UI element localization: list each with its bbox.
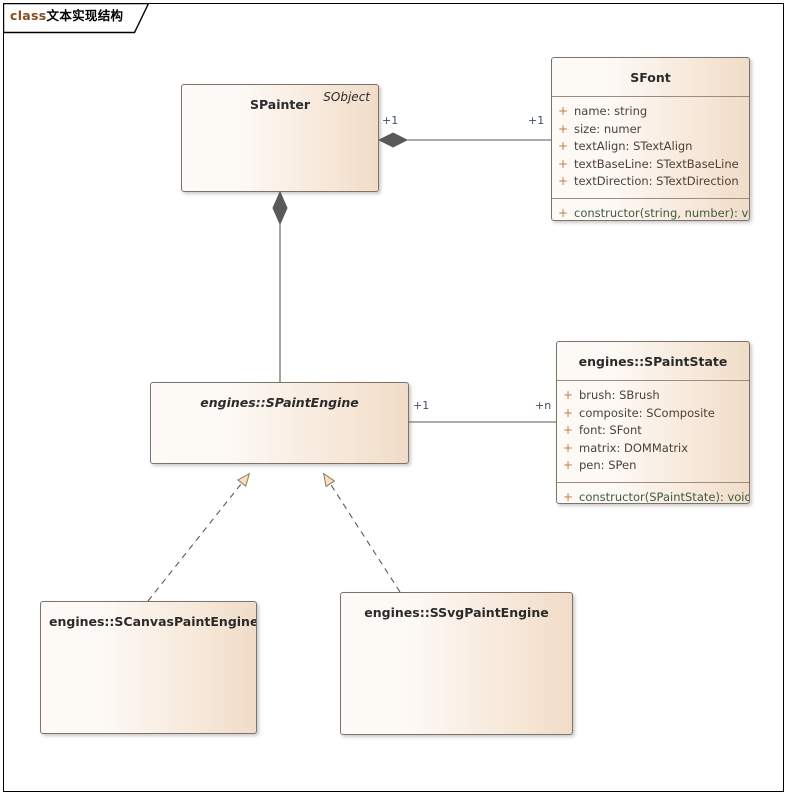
diagram-title: class文本实现结构 [10, 5, 123, 24]
link-ssvgpaintengine-realization [324, 474, 401, 593]
class-name-sfont: SFont [552, 58, 749, 97]
class-body-spainter [182, 123, 378, 191]
link-spainter-spaintengine [272, 190, 288, 382]
attribute-text: textAlign: STextAlign [574, 139, 693, 153]
class-body-ssvgpaintengine [341, 631, 572, 734]
visibility-marker: + [557, 104, 569, 118]
diagram-keyword: class [10, 8, 47, 23]
visibility-marker: + [557, 205, 569, 220]
multiplicity-engine-state-target: +n [535, 399, 552, 412]
class-name-spaintengine: engines::SPaintEngine [151, 383, 408, 421]
visibility-marker: + [557, 156, 569, 171]
operation-text: constructor(SPaintState): void [579, 489, 750, 504]
class-title-spaintstate: engines::SPaintState [578, 354, 728, 369]
link-scanvaspaintengine-realization [147, 474, 249, 602]
attribute-row: + size: numer [552, 121, 749, 139]
attribute-text: pen: SPen [579, 458, 637, 472]
class-title-spaintengine: engines::SPaintEngine [200, 395, 359, 410]
class-title-scanvaspaintengine: engines::SCanvasPaintEngine [49, 614, 257, 629]
class-box-sfont[interactable]: SFont + name: string + size: numer + tex… [551, 57, 750, 221]
class-box-scanvaspaintengine[interactable]: engines::SCanvasPaintEngine [40, 601, 257, 734]
class-box-spaintstate[interactable]: engines::SPaintState + brush: SBrush + c… [556, 341, 750, 504]
class-box-ssvgpaintengine[interactable]: engines::SSvgPaintEngine [340, 592, 573, 735]
composition-diamond-sfont [377, 132, 409, 148]
attribute-text: textDirection: STextDirection [574, 174, 739, 188]
class-body-spaintengine [151, 421, 408, 463]
composition-diamond-spaintengine [272, 190, 288, 226]
attribute-text: font: SFont [579, 423, 642, 437]
attribute-row: + font: SFont [557, 422, 749, 440]
visibility-marker: + [557, 139, 569, 153]
operations-sfont: + constructor(string, number): void [552, 199, 750, 221]
link-spainter-sfont [377, 132, 551, 148]
visibility-marker: + [562, 489, 574, 504]
class-name-spainter: SObject SPainter [182, 85, 378, 123]
class-stereotype-spainter: SObject [323, 90, 370, 104]
operation-text: constructor(string, number): void [574, 205, 750, 220]
operations-spaintstate: + constructor(SPaintState): void [557, 483, 750, 504]
visibility-marker: + [562, 423, 574, 437]
class-name-ssvgpaintengine: engines::SSvgPaintEngine [341, 593, 572, 631]
class-title-sfont: SFont [630, 70, 671, 85]
attribute-text: textBaseLine: STextBaseLine [574, 156, 739, 171]
attribute-text: size: numer [574, 121, 642, 136]
class-box-spainter[interactable]: SObject SPainter [181, 84, 379, 192]
attribute-text: composite: SComposite [579, 405, 715, 420]
visibility-marker: + [557, 174, 569, 188]
class-title-ssvgpaintengine: engines::SSvgPaintEngine [364, 605, 549, 620]
diagram-title-text: 文本实现结构 [46, 8, 124, 23]
multiplicity-painter-font-source: +1 [382, 114, 399, 127]
attribute-text: matrix: DOMMatrix [579, 440, 689, 455]
attributes-sfont: + name: string + size: numer + textAlign… [552, 97, 749, 199]
attribute-row: + matrix: DOMMatrix [557, 440, 749, 458]
attribute-row: + composite: SComposite [557, 405, 749, 423]
multiplicity-painter-font-target: +1 [528, 114, 545, 127]
attribute-row: + pen: SPen [557, 457, 749, 475]
operation-row: + constructor(string, number): void [552, 205, 750, 221]
visibility-marker: + [562, 440, 574, 455]
attributes-spaintstate: + brush: SBrush + composite: SComposite … [557, 381, 749, 483]
attribute-text: name: string [574, 104, 648, 118]
visibility-marker: + [562, 388, 574, 402]
class-name-scanvaspaintengine: engines::SCanvasPaintEngine [41, 602, 256, 640]
class-title-spainter: SPainter [249, 97, 311, 112]
class-box-spaintengine[interactable]: engines::SPaintEngine [150, 382, 409, 464]
multiplicity-engine-state-source: +1 [413, 399, 430, 412]
attribute-row: + textDirection: STextDirection [552, 173, 749, 191]
attribute-row: + brush: SBrush [557, 387, 749, 405]
class-name-spaintstate: engines::SPaintState [557, 342, 749, 381]
visibility-marker: + [562, 458, 574, 472]
operation-row: + constructor(SPaintState): void [557, 489, 750, 504]
diagram-frame-tab [3, 3, 155, 34]
attribute-row: + textBaseLine: STextBaseLine [552, 156, 749, 174]
attribute-row: + textAlign: STextAlign [552, 138, 749, 156]
class-body-scanvaspaintengine [41, 640, 256, 733]
visibility-marker: + [562, 405, 574, 420]
visibility-marker: + [557, 121, 569, 136]
attribute-text: brush: SBrush [579, 388, 660, 402]
attribute-row: + name: string [552, 103, 749, 121]
